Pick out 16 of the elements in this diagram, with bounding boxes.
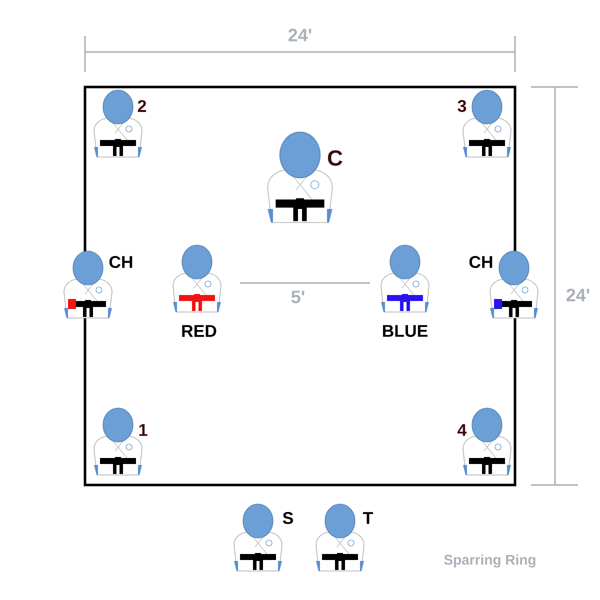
caption: Sparring Ring [444, 554, 536, 568]
dimension-label: 24' [286, 26, 314, 44]
person-label: CH [469, 256, 492, 268]
person-label: 1 [139, 424, 148, 436]
person-label: CH [109, 256, 132, 268]
person-label: 4 [458, 424, 467, 436]
person-label: 2 [138, 100, 146, 112]
person-label: RED [182, 325, 216, 337]
person-label: C [328, 150, 342, 166]
ring-boundary [84, 86, 516, 486]
person-label: BLUE [383, 325, 428, 337]
dimension-label: 5' [288, 288, 308, 306]
dimension-label: 24' [564, 286, 592, 304]
person-label: S [282, 512, 294, 524]
person-label: T [363, 512, 374, 524]
person-label: 3 [458, 100, 466, 112]
